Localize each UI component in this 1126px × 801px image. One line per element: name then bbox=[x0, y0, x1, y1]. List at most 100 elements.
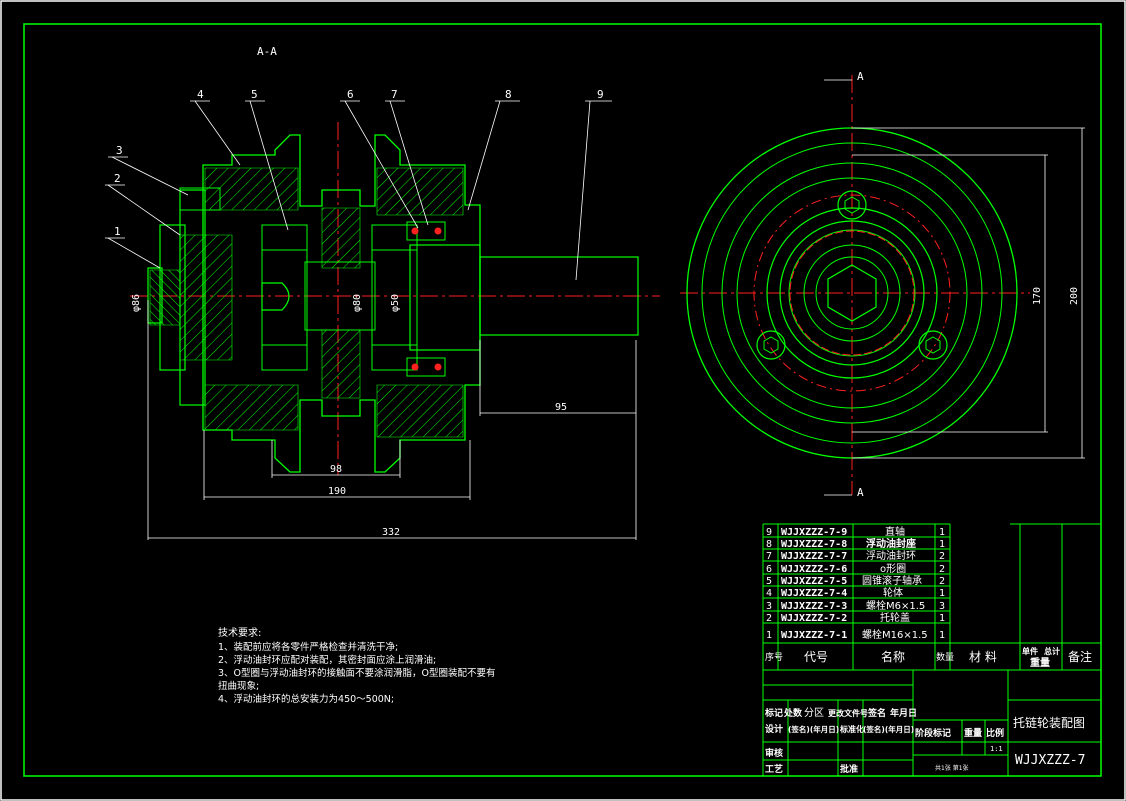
bom-row-no: 3 bbox=[766, 601, 772, 612]
section-label: A-A bbox=[257, 45, 277, 58]
scale-value: 1:1 bbox=[990, 745, 1003, 753]
dim-170: 170 bbox=[1032, 287, 1043, 305]
bom-row-qty: 1 bbox=[939, 630, 945, 641]
bom-table bbox=[762, 523, 1102, 776]
bom-row-code: WJJXZZZ-7-3 bbox=[781, 601, 847, 612]
tech-line-1: 1、装配前应将各零件严格检查并清洗干净; bbox=[218, 641, 398, 653]
bom-row-code: WJJXZZZ-7-1 bbox=[781, 630, 847, 641]
bom-row-qty: 2 bbox=[939, 551, 945, 562]
bom-row-no: 9 bbox=[766, 527, 772, 538]
callout-9: 9 bbox=[597, 88, 604, 101]
shaft-plug bbox=[261, 282, 290, 311]
seal-bottom bbox=[406, 357, 446, 377]
seal-top bbox=[406, 221, 446, 241]
callout-7: 7 bbox=[391, 88, 398, 101]
drawing-code: WJJXZZZ-7 bbox=[1015, 753, 1085, 768]
bom-row-name: 轮体 bbox=[883, 586, 903, 599]
dim-200: 200 bbox=[1069, 287, 1080, 305]
scale-label: 比例 bbox=[986, 727, 1004, 739]
revision-row: 签名 bbox=[867, 707, 886, 719]
revision-row: 标记 bbox=[764, 707, 783, 719]
bom-row-no: 8 bbox=[766, 539, 772, 550]
approve-label: 批准 bbox=[840, 763, 858, 775]
bom-rows: 9 WJJXZZZ-7-9 直轴 1 8 WJJXZZZ-7-8 浮动油封座 1… bbox=[765, 525, 1092, 669]
bom-row-qty: 1 bbox=[939, 588, 945, 599]
bom-header-no: 序号 bbox=[765, 651, 783, 663]
revision-row: 处数 bbox=[783, 707, 803, 719]
revision-row: 分区 bbox=[804, 707, 824, 719]
dim-98: 98 bbox=[330, 464, 342, 475]
dim-190: 190 bbox=[328, 486, 346, 497]
bearing-right bbox=[371, 224, 418, 371]
tech-line-5: 4、浮动油封环的总安装力为450～500N; bbox=[218, 693, 394, 705]
bom-row-code: WJJXZZZ-7-8 bbox=[781, 539, 847, 550]
bom-row-name: 螺栓M16×1.5 bbox=[862, 628, 928, 641]
bom-row-code: WJJXZZZ-7-6 bbox=[781, 564, 847, 575]
bom-row-name: 螺栓M6×1.5 bbox=[866, 599, 925, 612]
bom-row-qty: 3 bbox=[939, 601, 945, 612]
standardization-sign: (签名)(年月日) bbox=[863, 724, 914, 734]
title-block bbox=[763, 670, 1101, 777]
bom-row-code: WJJXZZZ-7-9 bbox=[781, 527, 847, 538]
bom-header-code: 代号 bbox=[804, 650, 828, 664]
end-view: 170 200 A A bbox=[680, 70, 1085, 499]
bom-row-name: 托轮盖 bbox=[880, 611, 910, 624]
bom-row-code: WJJXZZZ-7-2 bbox=[781, 613, 847, 624]
callout-2: 2 bbox=[114, 172, 121, 185]
tech-line-4: 扭曲现象; bbox=[218, 680, 259, 692]
inner-spacer bbox=[304, 261, 376, 331]
bom-row-qty: 1 bbox=[939, 527, 945, 538]
bom-row-code: WJJXZZZ-7-7 bbox=[781, 551, 847, 562]
title-block-text: 标记 处数 分区 更改文件号 签名 年月日 设计 (签名)(年月日) 标准化 (… bbox=[764, 707, 1085, 775]
bom-row-no: 6 bbox=[766, 564, 772, 575]
bom-header-total-weight: 总计 bbox=[1044, 646, 1060, 656]
shaft-inner bbox=[409, 244, 481, 351]
dim-phi80: φ80 bbox=[352, 294, 363, 312]
cover-flange bbox=[179, 189, 206, 406]
dim-332: 332 bbox=[382, 527, 400, 538]
bom-row-no: 5 bbox=[766, 576, 772, 587]
callout-1: 1 bbox=[114, 225, 121, 238]
bom-row-qty: 2 bbox=[939, 576, 945, 587]
view-marker-bottom: A bbox=[857, 486, 864, 499]
process-label: 工艺 bbox=[765, 763, 783, 775]
bom-row-name: 浮动油封环 bbox=[866, 549, 916, 562]
bom-row-qty: 2 bbox=[939, 564, 945, 575]
standardization-label: 标准化 bbox=[839, 724, 864, 734]
section-view: 98 190 332 95 φ86 φ80 φ50 bbox=[105, 88, 660, 540]
bom-row-no: 7 bbox=[766, 551, 772, 562]
tech-title: 技术要求: bbox=[218, 626, 261, 639]
bolt-head bbox=[147, 267, 163, 324]
callout-6: 6 bbox=[347, 88, 354, 101]
callout-8: 8 bbox=[505, 88, 512, 101]
bom-row-name: 浮动油封座 bbox=[866, 537, 916, 550]
bom-header-remark: 备注 bbox=[1068, 649, 1092, 664]
bom-header-unit-weight: 单件 bbox=[1022, 646, 1038, 656]
tech-line-3: 3、O型圈与浮动油封环的接触面不要涂润滑脂，O型圈装配不要有 bbox=[218, 667, 496, 679]
drawing-title: 托链轮装配图 bbox=[1013, 715, 1085, 730]
small-bolt bbox=[179, 187, 221, 211]
bom-row-code: WJJXZZZ-7-5 bbox=[781, 576, 847, 587]
sheets-info: 共1张 第1张 bbox=[935, 764, 969, 772]
bom-header-weight: 重量 bbox=[1030, 656, 1050, 669]
inner-frame bbox=[23, 23, 1102, 777]
bearing-left bbox=[261, 224, 308, 371]
weight-label: 重量 bbox=[964, 727, 982, 739]
bom-row-no: 2 bbox=[766, 613, 772, 624]
bom-row-name: 直轴 bbox=[885, 525, 905, 538]
bom-header-name: 名称 bbox=[881, 649, 905, 664]
cover-plate bbox=[159, 224, 186, 371]
bom-row-name: 圆锥滚子轴承 bbox=[862, 574, 922, 587]
bom-row-name: o形圈 bbox=[880, 563, 906, 575]
dim-phi50: φ50 bbox=[390, 294, 401, 312]
revision-row: 更改文件号 bbox=[828, 708, 868, 718]
callout-3: 3 bbox=[116, 144, 123, 157]
dim-95: 95 bbox=[555, 402, 567, 413]
design-label: 设计 bbox=[765, 723, 783, 735]
bom-row-qty: 1 bbox=[939, 613, 945, 624]
bom-row-code: WJJXZZZ-7-4 bbox=[781, 588, 847, 599]
tech-line-2: 2、浮动油封环应配对装配，其密封面应涂上润滑油; bbox=[218, 654, 436, 666]
bom-header-qty: 数量 bbox=[936, 651, 954, 663]
